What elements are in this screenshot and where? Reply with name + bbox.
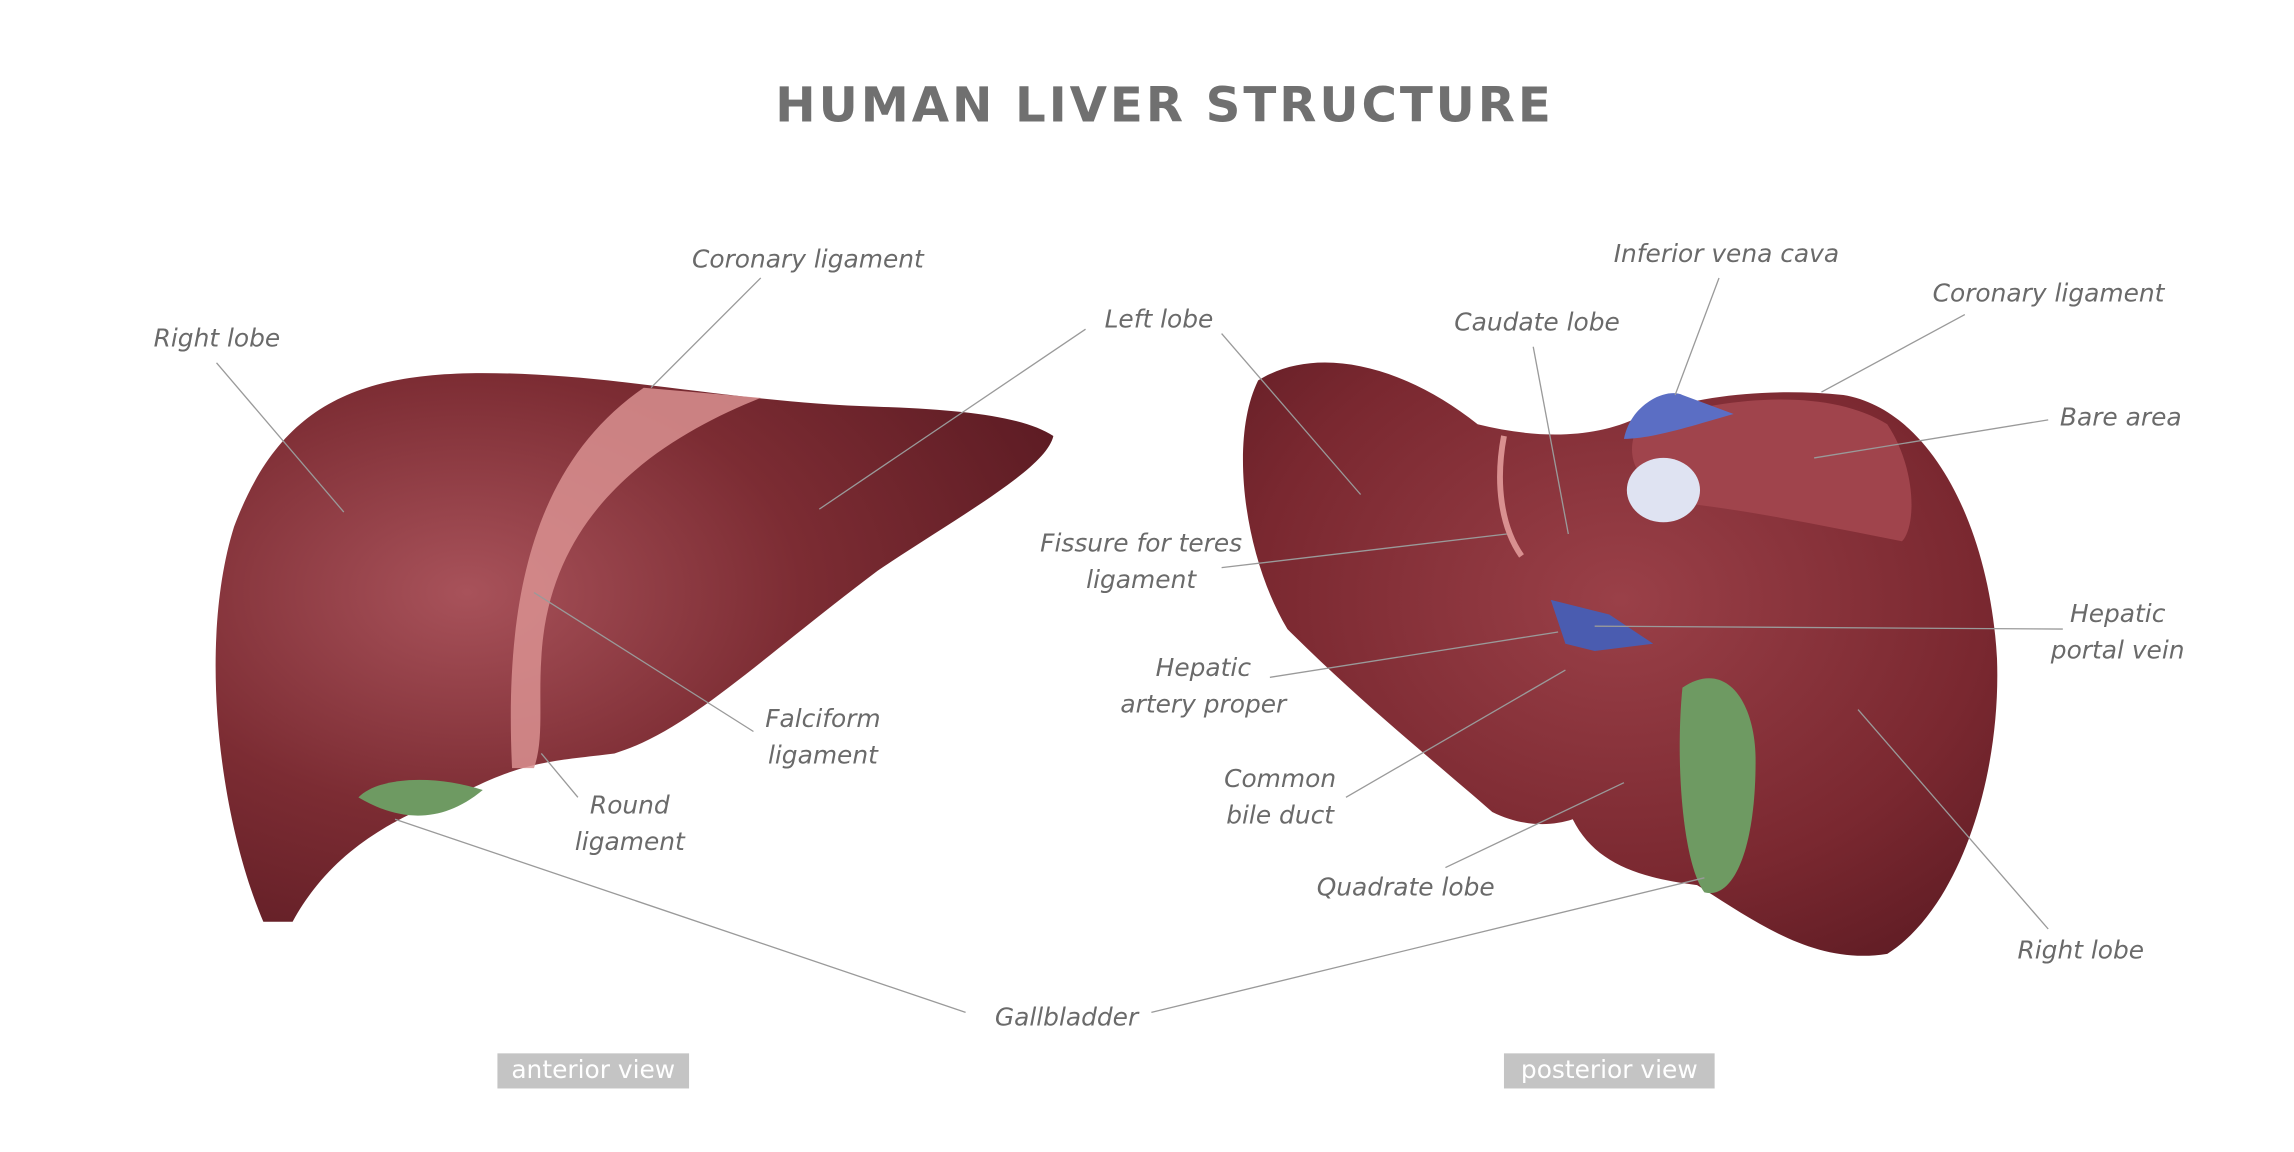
portal-vein-shape xyxy=(1550,599,1654,652)
label-caudate-lobe: Caudate lobe xyxy=(1454,308,1620,338)
label-right-lobe-posterior: Right lobe xyxy=(2017,936,2145,966)
label-line-2: portal vein xyxy=(2050,636,2185,666)
label-line-2: ligament xyxy=(574,828,685,858)
label-hepatic-artery-proper: Hepatic artery proper xyxy=(1112,651,1295,724)
inferior-vena-cava-shape xyxy=(1623,393,1734,439)
label-line-1: Round xyxy=(589,791,670,821)
label-falciform-ligament: Falciform ligament xyxy=(753,702,892,775)
label-line-2: bile duct xyxy=(1226,801,1335,831)
label-inferior-vena-cava: Inferior vena cava xyxy=(1613,239,1840,270)
label-coronary-ligament-anterior: Coronary ligament xyxy=(691,245,924,276)
label-line-1: Common xyxy=(1224,765,1337,795)
label-right-lobe-anterior: Right lobe xyxy=(153,324,281,355)
anterior-liver xyxy=(215,373,1054,922)
label-quadrate-lobe: Quadrate lobe xyxy=(1316,873,1495,903)
label-bare-area: Bare area xyxy=(2059,403,2182,434)
label-line-1: Hepatic xyxy=(2070,599,2166,630)
gallbladder-posterior xyxy=(1679,678,1756,894)
anterior-view-badge: anterior view xyxy=(497,1053,690,1089)
bare-area-shape xyxy=(1632,399,1912,542)
falciform-ligament-shape xyxy=(510,387,761,769)
page-title: HUMAN LIVER STRUCTURE xyxy=(775,76,1554,134)
label-hepatic-portal-vein: Hepatic portal vein xyxy=(2041,597,2195,670)
teres-fissure-shape xyxy=(1497,435,1524,558)
label-fissure-teres: Fissure for teres ligament xyxy=(1031,527,1250,600)
leader-lines xyxy=(216,277,2063,1014)
label-left-lobe: Left lobe xyxy=(1104,305,1214,336)
ivc-opening xyxy=(1626,457,1701,523)
label-line-1: Fissure for teres xyxy=(1040,529,1243,559)
label-line-2: artery proper xyxy=(1120,690,1287,720)
label-line-2: ligament xyxy=(1086,566,1197,596)
posterior-liver xyxy=(1242,362,1998,956)
label-line-1: Falciform xyxy=(765,705,881,735)
label-round-ligament: Round ligament xyxy=(568,789,692,862)
label-line-1: Hepatic xyxy=(1155,653,1252,684)
label-common-bile-duct: Common bile duct xyxy=(1214,762,1346,835)
label-line-2: ligament xyxy=(767,741,878,772)
posterior-view-badge: posterior view xyxy=(1503,1053,1715,1089)
label-gallbladder: Gallbladder xyxy=(994,1003,1139,1033)
gallbladder-anterior xyxy=(358,779,483,816)
label-coronary-ligament-posterior: Coronary ligament xyxy=(1932,279,2165,309)
